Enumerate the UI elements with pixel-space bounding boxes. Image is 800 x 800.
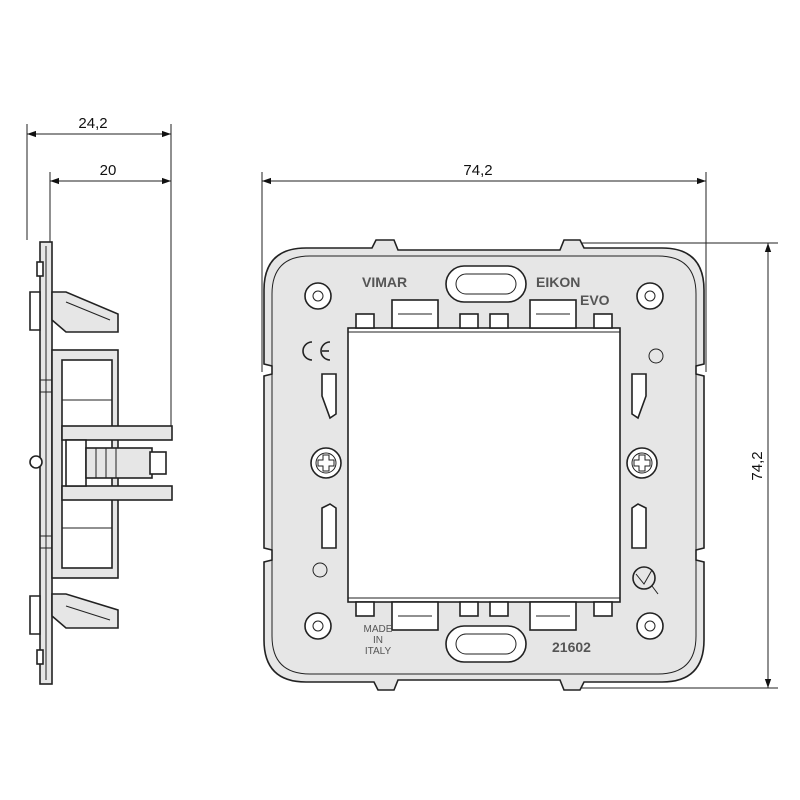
- dimension-body-depth: 20: [100, 162, 117, 179]
- dimension-width: 74,2: [463, 162, 492, 179]
- side-lower-claw: [51, 593, 119, 629]
- left-upper-tab: [321, 373, 337, 420]
- side-view: 24,2 20: [26, 115, 173, 685]
- right-small-hole: [648, 348, 664, 364]
- side-screw-shaft: [85, 447, 153, 479]
- left-screw: [310, 447, 342, 479]
- brand-label: VIMAR: [362, 274, 407, 290]
- side-terminal-top: [61, 425, 173, 441]
- top-mounting-slot: [445, 265, 527, 303]
- origin-label-line3: ITALY: [365, 646, 392, 657]
- series-label-line1: EIKON: [536, 274, 580, 290]
- front-view: 74,2 74,2: [261, 162, 778, 691]
- dimension-overall-depth: 24,2: [78, 115, 107, 132]
- left-lower-tab: [321, 503, 337, 549]
- corner-hole-top-right: [636, 282, 664, 310]
- top-latches: [355, 299, 613, 329]
- right-lower-tab: [631, 503, 647, 549]
- product-code: 21602: [552, 639, 591, 655]
- module-cover: [347, 327, 621, 603]
- phillips-screw-icon: [633, 454, 651, 472]
- right-upper-tab: [631, 373, 647, 420]
- bottom-mounting-slot: [445, 625, 527, 663]
- origin-label-line2: IN: [373, 635, 383, 646]
- corner-hole-bottom-left: [304, 612, 332, 640]
- left-small-hole: [312, 562, 328, 578]
- origin-label-line1: MADE: [364, 624, 393, 635]
- bottom-latches: [355, 601, 613, 631]
- corner-hole-bottom-right: [636, 612, 664, 640]
- ce-mark-icon: [302, 341, 331, 361]
- side-terminal-bottom: [61, 485, 173, 501]
- side-screw-tip: [149, 451, 167, 475]
- corner-hole-top-left: [304, 282, 332, 310]
- imq-mark-icon: [632, 566, 659, 595]
- side-upper-claw: [51, 291, 119, 333]
- side-screw-head: [29, 455, 43, 469]
- right-screw: [626, 447, 658, 479]
- dimension-height: 74,2: [749, 451, 766, 480]
- phillips-screw-icon: [317, 454, 335, 472]
- series-label-line2: EVO: [580, 292, 610, 308]
